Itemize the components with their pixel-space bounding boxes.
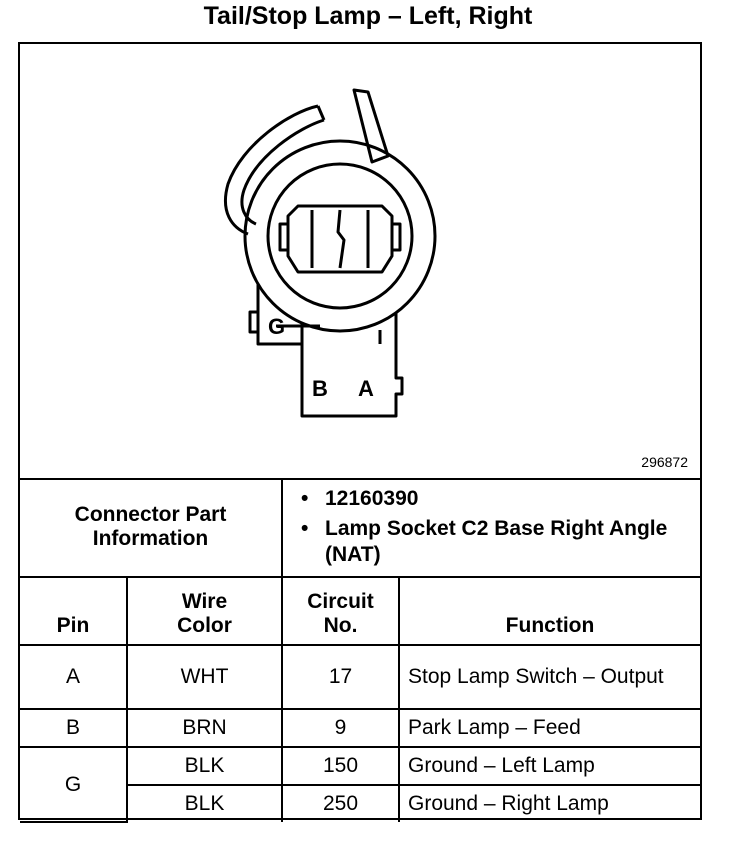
header-circuit-line2: No. (323, 614, 358, 637)
header-pin: Pin (20, 576, 128, 646)
cell-pin: G (20, 746, 128, 823)
pin-label-g: G (268, 314, 286, 339)
cell-color: BLK (127, 784, 283, 822)
header-wire-line2: Color (177, 614, 232, 637)
header-function-text: Function (505, 614, 595, 637)
cell-color: BLK (126, 746, 283, 786)
cell-circuit: 250 (281, 784, 400, 822)
header-row: Pin Wire Color Circuit No. Function (20, 576, 700, 646)
page-title: Tail/Stop Lamp – Left, Right (203, 2, 533, 30)
cell-function: Ground – Right Lamp (398, 784, 700, 822)
connector-info-values: 12160390 Lamp Socket C2 Base Right Angle… (281, 478, 700, 578)
connector-diagram: G B A 296872 (20, 44, 700, 480)
header-circuit: Circuit No. (281, 576, 400, 646)
pin-label-b: B (312, 376, 328, 401)
table-row: G BLK 150 Ground – Left Lamp (20, 746, 700, 823)
table-row: A WHT 17 Stop Lamp Switch – Output (20, 644, 700, 710)
cell-function: Stop Lamp Switch – Output (398, 644, 700, 710)
cell-pin: A (20, 644, 128, 710)
pinout-table: Connector Part Information 12160390 Lamp… (20, 478, 700, 823)
connector-info-label-line1: Connector Part (74, 503, 227, 526)
connector-info-label: Connector Part Information (20, 478, 283, 578)
pin-label-a: A (358, 376, 374, 401)
cell-color: BRN (126, 708, 283, 748)
connector-sheet: G B A 296872 Connector Part Information … (18, 42, 702, 823)
cell-color: WHT (126, 644, 283, 710)
connector-part-number: 12160390 (301, 486, 692, 512)
figure-number: 296872 (641, 454, 688, 470)
header-wire-color: Wire Color (126, 576, 283, 646)
connector-info-label-line2: Information (92, 527, 209, 550)
cell-function: Park Lamp – Feed (398, 708, 700, 748)
header-wire-line1: Wire (181, 590, 228, 613)
cell-pin: B (20, 708, 128, 748)
lamp-socket-drawing (223, 88, 437, 418)
cell-circuit: 17 (281, 644, 400, 710)
header-circuit-line1: Circuit (307, 590, 374, 613)
cell-circuit: 9 (281, 708, 400, 748)
cell-function: Ground – Left Lamp (398, 746, 700, 786)
connector-info-row: Connector Part Information 12160390 Lamp… (20, 478, 700, 578)
table-row: B BRN 9 Park Lamp – Feed (20, 708, 700, 748)
cell-circuit: 150 (281, 746, 400, 786)
table-row: BLK 250 Ground – Right Lamp (20, 784, 700, 822)
header-pin-text: Pin (56, 614, 90, 637)
connector-description: Lamp Socket C2 Base Right Angle (NAT) (301, 516, 692, 568)
header-function: Function (398, 576, 700, 646)
